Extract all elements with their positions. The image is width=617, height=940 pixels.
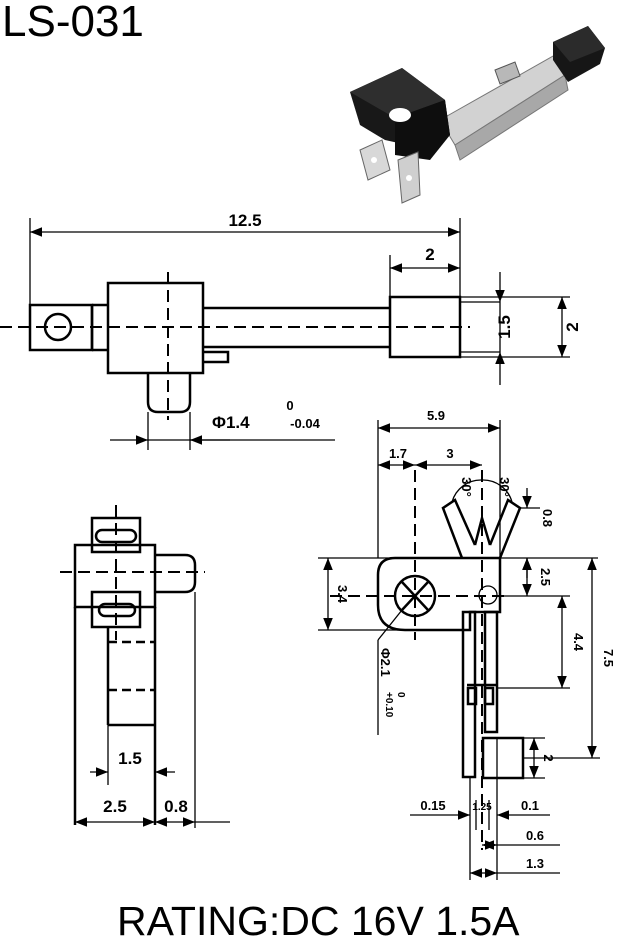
dim-side-0-8: 0.8 xyxy=(164,797,188,816)
dim-thk-1-25: 1.25 xyxy=(472,802,492,813)
dim-spacing-3: 3 xyxy=(446,446,453,461)
dim-offset-1-7: 1.7 xyxy=(389,446,407,461)
dim-pin-tol-lower: -0.04 xyxy=(290,416,320,431)
dim-height-2: 2 xyxy=(541,754,556,761)
dim-angle-left: 30° xyxy=(459,477,474,497)
dim-height-3-4: 3.4 xyxy=(335,585,350,604)
dim-thk-0-1: 0.1 xyxy=(521,798,539,813)
dim-tip-height: 1.5 xyxy=(495,315,514,339)
dim-side-2-5: 2.5 xyxy=(103,797,127,816)
dim-overall-length: 12.5 xyxy=(228,211,261,230)
part-number-title: LS-031 xyxy=(2,0,144,46)
dim-height-7-5: 7.5 xyxy=(601,649,616,667)
top-view: 12.5 2 1.5 2 Φ1.4 0 -0.04 xyxy=(0,211,582,450)
dim-height-2-5: 2.5 xyxy=(538,568,553,586)
product-photo xyxy=(350,26,605,204)
dim-width-0-6: 0.6 xyxy=(526,828,544,843)
dim-pin-tol-upper: 0 xyxy=(286,398,293,413)
dim-hole-tol-upper: +0.10 xyxy=(383,692,394,718)
dim-width-1-3: 1.3 xyxy=(526,856,544,871)
front-view: 5.9 1.7 3 30° 30° 0.8 3.4 2.5 4.4 7.5 xyxy=(318,408,616,880)
dim-gap-0-8: 0.8 xyxy=(540,509,555,527)
dim-angle-right: 30° xyxy=(497,477,512,497)
side-view: 1.5 2.5 0.8 xyxy=(60,505,230,828)
dim-hole-tol-lower: 0 xyxy=(395,692,406,698)
dim-width-5-9: 5.9 xyxy=(427,408,445,423)
dim-thk-0-15: 0.15 xyxy=(420,798,445,813)
dim-side-1-5: 1.5 xyxy=(118,749,142,768)
rating-text: RATING:DC 16V 1.5A xyxy=(117,898,520,940)
dim-height-4-4: 4.4 xyxy=(571,633,586,652)
dim-tip-length: 2 xyxy=(425,245,434,264)
dim-hole-dia: Φ2.1 xyxy=(378,648,393,677)
dim-pin-dia: Φ1.4 xyxy=(212,413,250,432)
dim-tip-outer: 2 xyxy=(563,322,582,331)
